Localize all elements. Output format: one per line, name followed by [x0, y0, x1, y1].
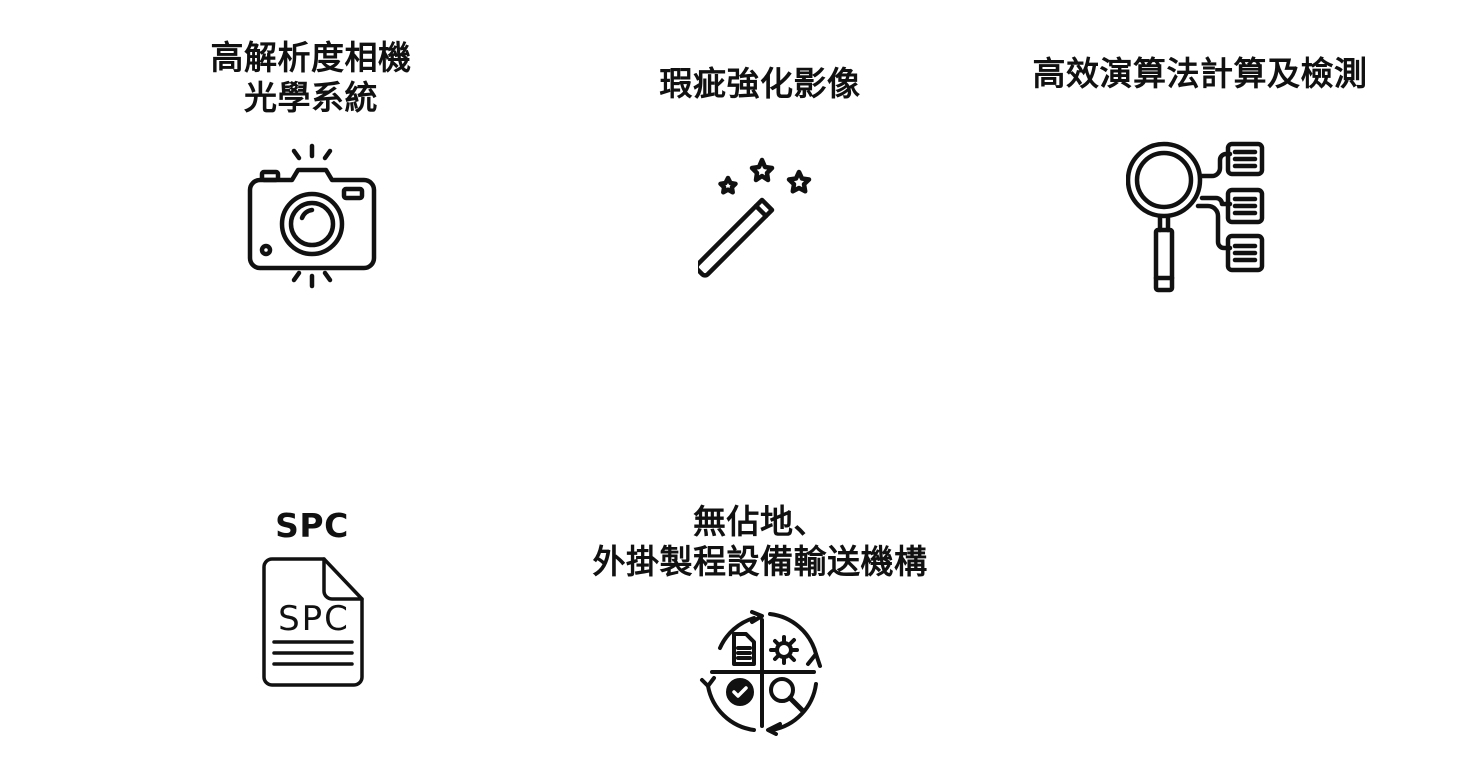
feature-camera: 高解析度相機 光學系統	[166, 38, 456, 118]
feature-title: SPC	[275, 506, 349, 546]
spc-icon-text: SPC	[278, 599, 350, 639]
feature-title-line-2: 外掛製程設備輸送機構	[592, 542, 928, 581]
feature-title-line-2: 光學系統	[244, 78, 378, 117]
camera-icon	[246, 142, 378, 290]
feature-title: 高解析度相機 光學系統	[211, 38, 412, 118]
feature-algorithm: 高效演算法計算及檢測	[1000, 54, 1400, 94]
feature-enhance: 瑕疵強化影像	[610, 64, 910, 104]
feature-title-line-1: SPC	[275, 506, 349, 545]
feature-title-line-1: 高解析度相機	[210, 38, 412, 77]
feature-title-line-1: 瑕疵強化影像	[659, 64, 861, 103]
process-cycle-icon	[698, 608, 828, 736]
feature-conveyor: 無佔地、 外掛製程設備輸送機構	[540, 502, 980, 582]
magnifier-list-icon	[1126, 138, 1270, 294]
feature-spc: SPC	[232, 506, 392, 546]
feature-title: 瑕疵強化影像	[660, 64, 861, 104]
magic-wand-icon	[698, 156, 818, 278]
feature-title-line-1: 高效演算法計算及檢測	[1032, 54, 1368, 93]
feature-title: 高效演算法計算及檢測	[1033, 54, 1368, 94]
feature-title: 無佔地、 外掛製程設備輸送機構	[593, 502, 928, 582]
feature-title-line-1: 無佔地、	[693, 502, 827, 541]
spc-document-icon: SPC	[262, 556, 366, 688]
